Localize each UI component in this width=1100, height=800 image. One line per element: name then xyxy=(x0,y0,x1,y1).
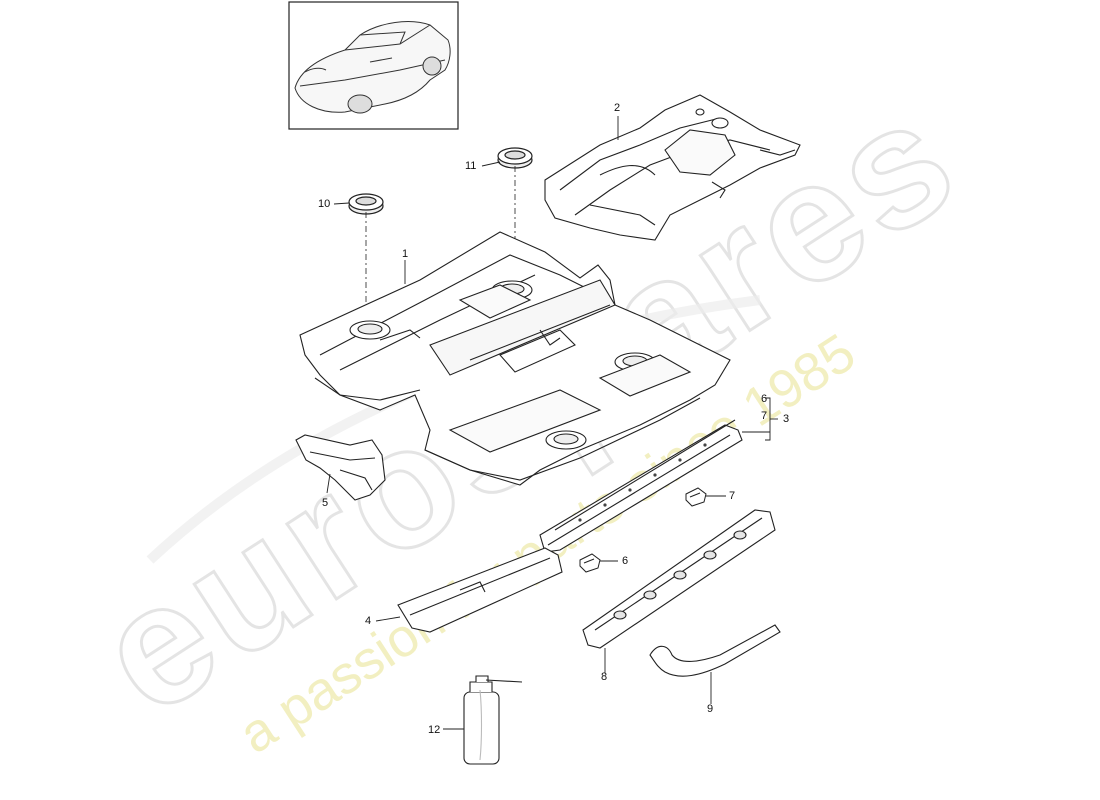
callout-7: 7 xyxy=(729,490,736,502)
callout-6-bracket: 6 xyxy=(761,393,768,405)
callout-5: 5 xyxy=(322,497,329,509)
callout-11: 11 xyxy=(465,160,477,172)
callout-1: 1 xyxy=(402,248,409,260)
callout-12: 12 xyxy=(428,724,441,736)
callout-8: 8 xyxy=(601,671,608,683)
callout-4: 4 xyxy=(365,615,372,627)
part-1-floor-pan[interactable] xyxy=(299,231,731,486)
leader-lines xyxy=(326,116,778,730)
part-7-clip[interactable] xyxy=(685,487,707,507)
part-12-spray-can[interactable] xyxy=(463,675,523,765)
callout-3: 3 xyxy=(783,413,790,425)
callout-6: 6 xyxy=(622,555,629,567)
part-10-grommet[interactable] xyxy=(348,193,384,215)
callout-2: 2 xyxy=(614,102,621,114)
callout-10: 10 xyxy=(318,198,331,210)
part-5-bracket[interactable] xyxy=(295,434,386,501)
part-11-grommet[interactable] xyxy=(497,147,533,169)
callout-7-bracket: 7 xyxy=(761,410,768,422)
callout-9: 9 xyxy=(707,703,714,715)
part-6-clip[interactable] xyxy=(579,553,601,573)
part-8-cross-member[interactable] xyxy=(582,509,776,649)
part-9-hose[interactable] xyxy=(649,624,781,677)
car-thumbnail xyxy=(288,1,459,130)
part-2-front-structure[interactable] xyxy=(544,94,801,241)
part-4-bracket[interactable] xyxy=(397,547,563,633)
